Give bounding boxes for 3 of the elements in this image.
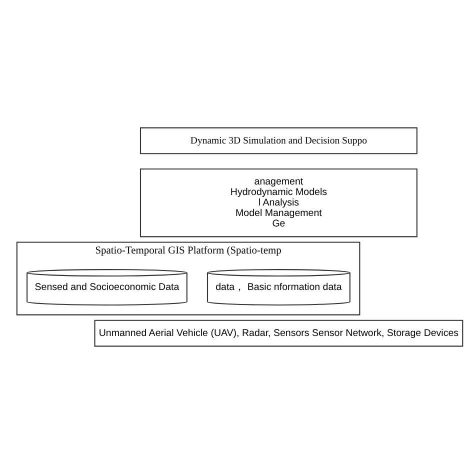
node-box: Unmanned Aerial Vehicle (UAV), Radar, Sensors Sensor Network, Storage Devices bbox=[94, 320, 464, 347]
node-box: Dynamic 3D Simulation and Decision Suppo bbox=[140, 127, 418, 154]
node-box: anagement Hydrodynamic Models l Analysis Model Management Ge bbox=[140, 168, 418, 238]
